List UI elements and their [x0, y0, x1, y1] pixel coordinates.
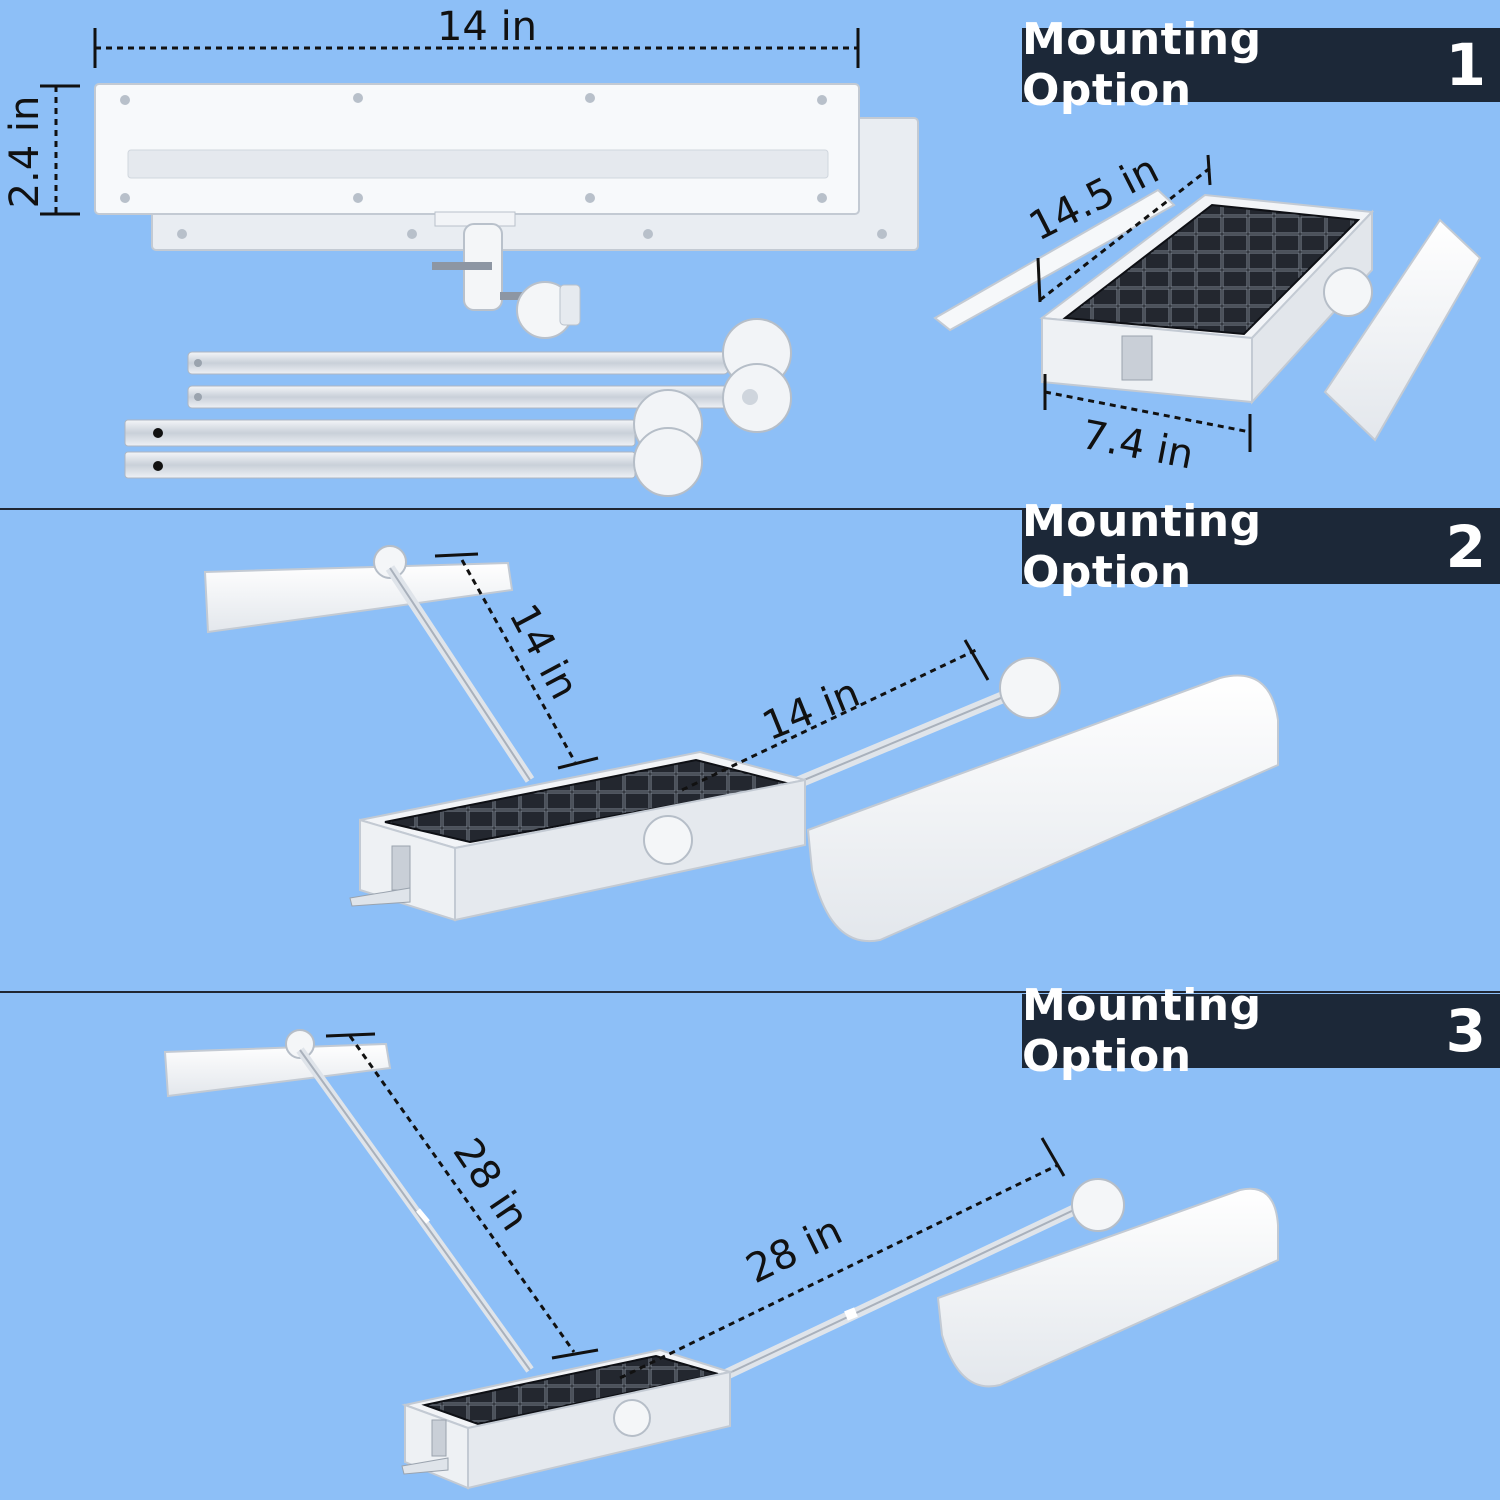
option2-illustration: 14 in 14 in: [203, 545, 1279, 943]
dim-label-height: 2.4 in: [2, 96, 48, 209]
option3-illustration: 28 in 28 in: [163, 1029, 1279, 1490]
section-divider-1: [0, 508, 1500, 510]
option1-label: Mounting Option: [1022, 14, 1262, 116]
assembled-unit: [933, 154, 1482, 452]
dim-label-base: 7.4 in: [1078, 412, 1198, 479]
dim-label-arm-right: 14 in: [756, 670, 866, 750]
extension-poles: [124, 318, 792, 497]
section-divider-2: [0, 991, 1500, 993]
option2-number: 2: [1445, 513, 1486, 581]
option3-label: Mounting Option: [1022, 980, 1262, 1082]
dim-label-arm-left: 14 in: [500, 597, 588, 707]
dim-label-width: 14 in: [437, 4, 537, 50]
option1-banner: Mounting Option 1: [1022, 14, 1500, 116]
dim-label-arm-right-long: 28 in: [739, 1208, 849, 1293]
led-strip: [127, 149, 829, 179]
lamp-panel-front: [94, 83, 860, 215]
option2-label: Mounting Option: [1022, 496, 1262, 598]
option2-banner: Mounting Option 2: [1022, 496, 1500, 598]
dim-label-arm-left-long: 28 in: [444, 1130, 538, 1239]
option3-banner: Mounting Option 3: [1022, 980, 1500, 1082]
option3-number: 3: [1445, 997, 1486, 1065]
option1-illustration: 14 in 2.4 in 14.5 in 7.4 in: [2, 4, 1482, 497]
option1-number: 1: [1445, 31, 1486, 99]
